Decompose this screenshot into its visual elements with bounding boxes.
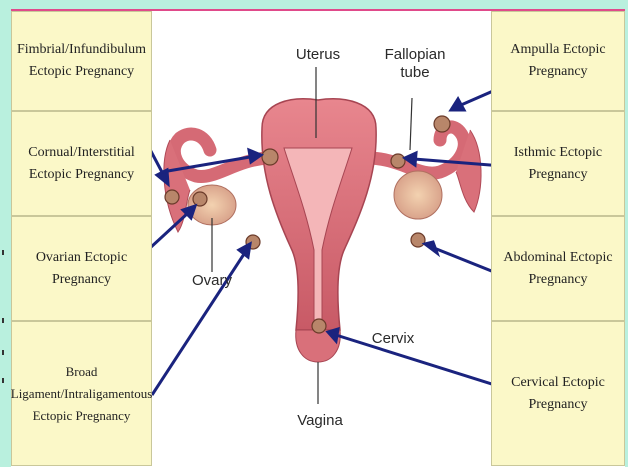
panel-line: Ampulla Ectopic: [510, 39, 605, 61]
fallopian-leader: [410, 98, 412, 150]
ectopic-sac-cornual: [262, 149, 278, 165]
ectopic-sac-isthmic: [391, 154, 405, 168]
panel-line: Isthmic Ectopic: [514, 142, 602, 164]
panel-line: Ectopic Pregnancy: [17, 61, 146, 83]
cervix-label: Cervix: [366, 330, 420, 348]
fallopian-line-2: tube: [380, 64, 450, 82]
panel-line: Pregnancy: [514, 164, 602, 186]
ovary-label: Ovary: [186, 272, 238, 290]
panel-line: Ectopic Pregnancy: [28, 164, 135, 186]
right-ovary: [394, 171, 442, 219]
panel-line: Ligament/Intraligamentous: [11, 383, 153, 405]
panel-line: Pregnancy: [511, 394, 605, 416]
ectopic-sac-ampulla: [434, 116, 450, 132]
fallopian-line-1: Fallopian: [380, 46, 450, 64]
panel-line: Ectopic Pregnancy: [11, 405, 153, 427]
uterus-label: Uterus: [290, 46, 346, 64]
ectopic-sac-ovarian: [193, 192, 207, 206]
panel-line: Ovarian Ectopic: [36, 247, 127, 269]
ectopic-sac-abdominal: [411, 233, 425, 247]
panel-line: Abdominal Ectopic: [503, 247, 612, 269]
fallopian-tube-label: Fallopian tube: [380, 46, 450, 82]
panel-line: Cervical Ectopic: [511, 372, 605, 394]
panel-line: Pregnancy: [36, 269, 127, 291]
panel-line: Fimbrial/Infundibulum: [17, 39, 146, 61]
panel-line: Cornual/Interstitial: [28, 142, 135, 164]
ectopic-sac-fimbrial: [165, 190, 179, 204]
vagina-label: Vagina: [292, 412, 348, 430]
panel-line: Pregnancy: [503, 269, 612, 291]
arrow-cervical: [336, 335, 514, 391]
ectopic-sac-cervical: [312, 319, 326, 333]
panel-line: Broad: [11, 361, 153, 383]
panel-line: Pregnancy: [510, 61, 605, 83]
